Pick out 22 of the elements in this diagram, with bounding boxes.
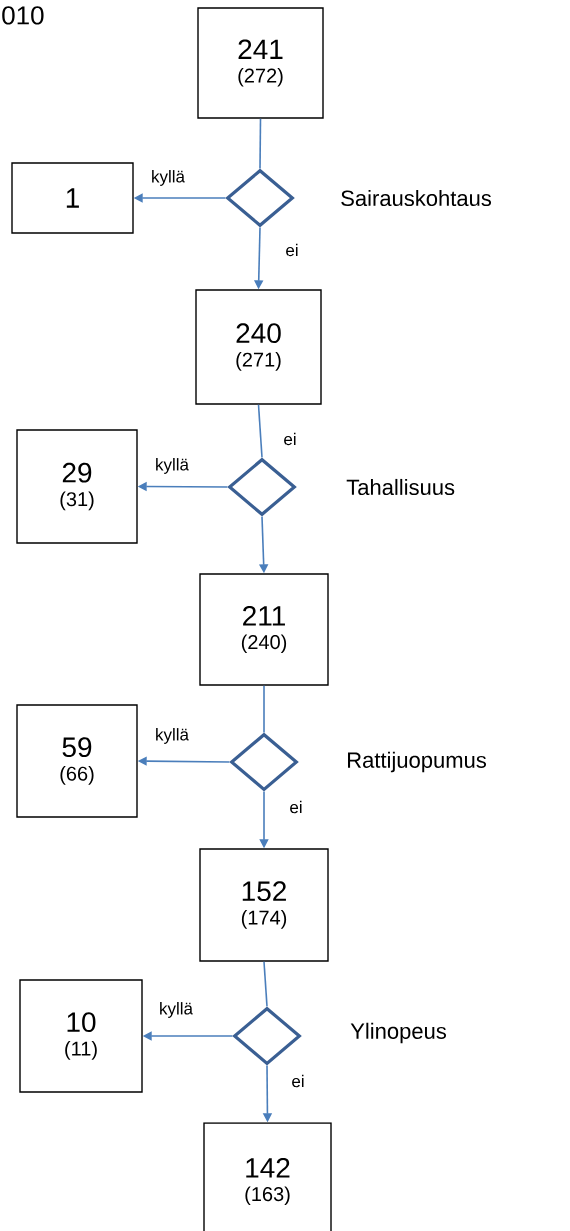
title-text: 010 — [2, 6, 44, 25]
count-box: 1 — [11, 162, 134, 234]
count-box: 152 (174) — [199, 848, 329, 962]
condition-label: Tahallisuus — [346, 478, 455, 496]
edge-label: ei — [284, 242, 300, 258]
edge-label: ei — [282, 431, 298, 447]
count-box: 10 (11) — [19, 979, 143, 1093]
edge-label: ei — [288, 799, 304, 815]
count-box: 29 (31) — [16, 429, 138, 544]
count-box: 59 (66) — [16, 704, 138, 818]
count-box: 142 (163) — [203, 1122, 332, 1231]
condition-label: Rattijuopumus — [348, 751, 486, 773]
edge-label: kyllä — [158, 1001, 194, 1019]
edge-label: ei — [290, 1073, 306, 1089]
edge-label: kyllä — [150, 169, 186, 187]
count-box: 240 (271) — [195, 289, 322, 405]
count-box: 241 (272) — [197, 7, 324, 119]
edge-label: kyllä — [154, 457, 190, 475]
condition-label: Sairauskohtaus — [341, 189, 492, 207]
condition-label: Ylinopeus — [350, 1022, 446, 1044]
edge-label: kyllä — [154, 727, 190, 745]
count-box: 211 (240) — [199, 573, 329, 686]
